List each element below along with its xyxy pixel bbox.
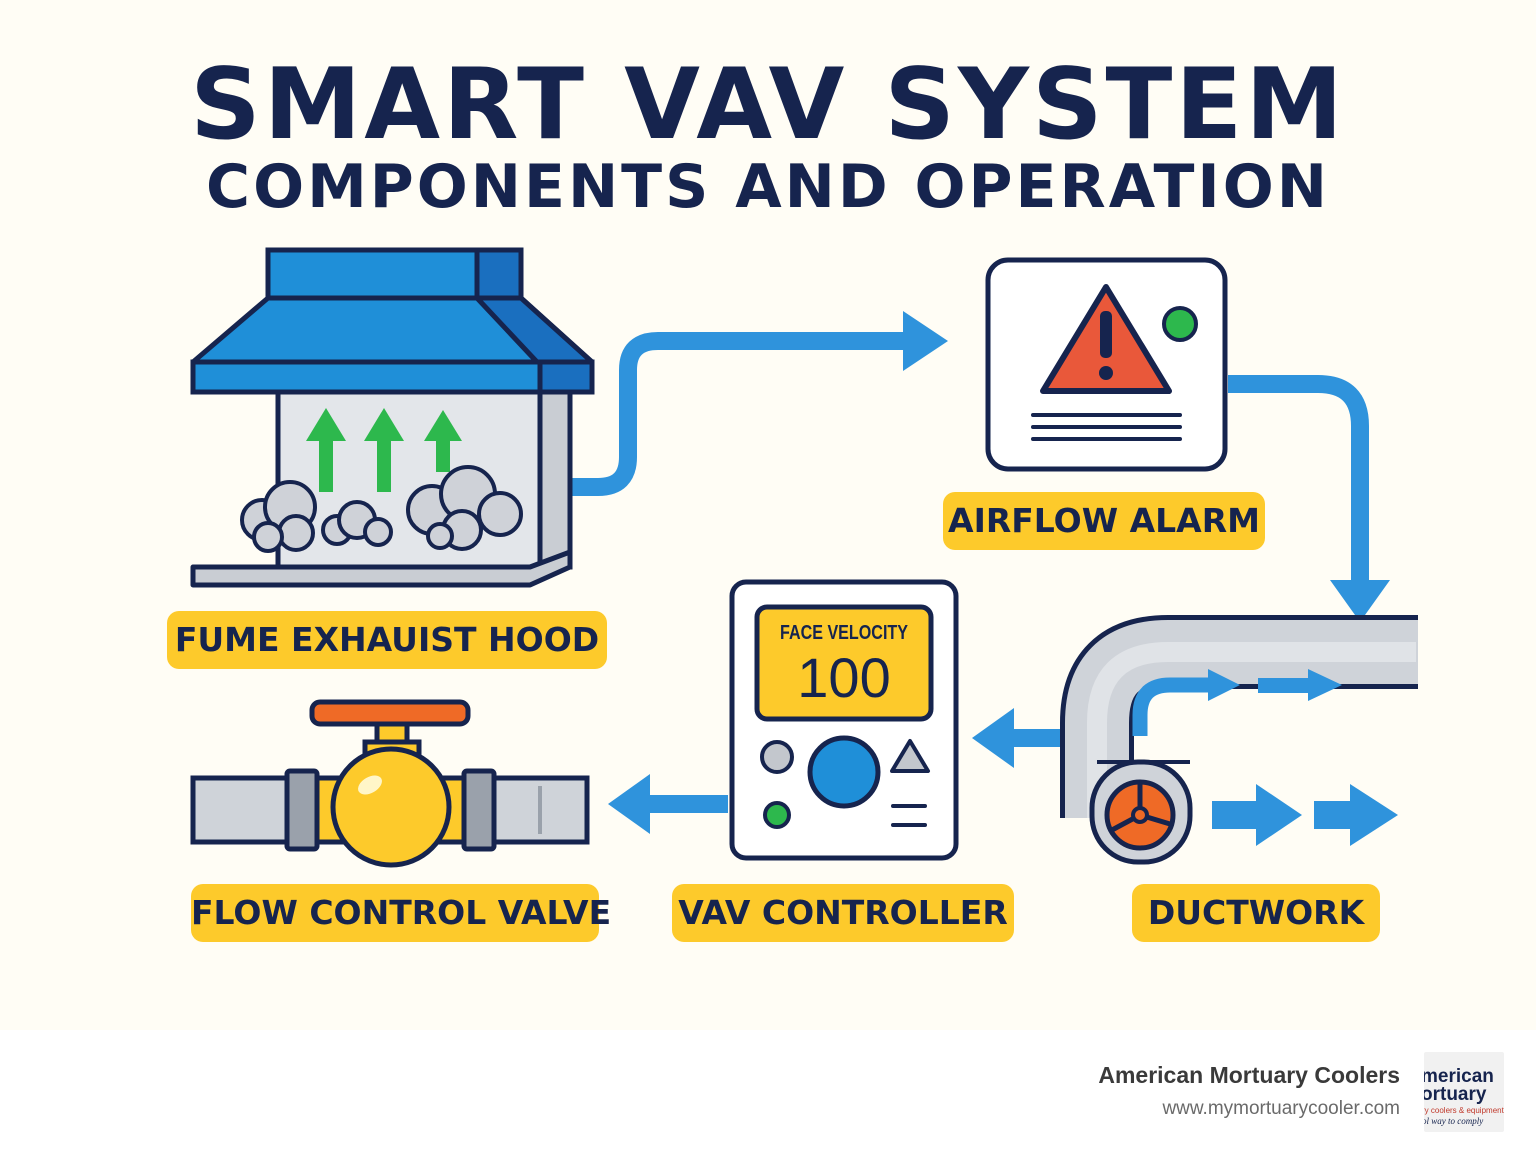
valve-icon xyxy=(190,699,590,868)
controller-icon: FACE VELOCITY 100 xyxy=(729,579,959,861)
diagram-graphics: FACE VELOCITY 100 xyxy=(190,247,1418,868)
brand-url: www.mymortuarycooler.com xyxy=(1162,1098,1400,1119)
label-airflow-alarm: AIRFLOW ALARM xyxy=(943,492,1265,550)
gray-button-icon xyxy=(760,740,794,774)
flow-arrow-alarm-to-ductwork xyxy=(1228,375,1390,622)
airflow-alarm-panel xyxy=(985,257,1228,472)
flow-arrow-controller-to-valve xyxy=(608,774,728,834)
label-vav-controller: VAV CONTROLLER xyxy=(672,884,1014,942)
diagram-subtitle: COMPONENTS AND OPERATION xyxy=(206,152,1330,222)
green-light-icon xyxy=(763,801,791,829)
ductwork-icon xyxy=(1060,615,1418,865)
logo-text-1: merican xyxy=(1424,1066,1494,1087)
text-lines-icon xyxy=(1031,413,1182,441)
face-velocity-label: FACE VELOCITY xyxy=(780,622,909,644)
status-light-icon xyxy=(1162,306,1198,342)
fan-icon xyxy=(1089,759,1193,865)
control-knob-icon xyxy=(807,735,881,809)
logo-text-2: ortuary xyxy=(1424,1084,1487,1105)
label-fume-exhaust-hood: FUME EXHAUIST HOOD xyxy=(167,611,607,669)
brand-logo: merican ortuary ry coolers & equipment o… xyxy=(1424,1052,1504,1132)
diagram-title: SMART VAV SYSTEM xyxy=(190,48,1346,162)
footer xyxy=(0,1030,1536,1154)
label-ductwork: DUCTWORK xyxy=(1132,884,1380,942)
menu-lines-icon xyxy=(891,804,927,827)
fume-cloud-icon xyxy=(240,465,523,553)
logo-text-3: ry coolers & equipment xyxy=(1424,1106,1504,1115)
label-flow-control-valve: FLOW CONTROL VALVE xyxy=(191,884,611,942)
flow-arrow-hood-to-alarm xyxy=(572,311,948,496)
brand-name: American Mortuary Coolers xyxy=(1098,1062,1400,1088)
fume-hood-icon xyxy=(190,247,595,588)
arrow-right-icon xyxy=(1132,669,1342,736)
arrow-up-icon xyxy=(306,408,462,492)
triangle-button-icon xyxy=(890,739,930,773)
logo-text-4: ol way to comply xyxy=(1424,1116,1484,1126)
warning-icon xyxy=(1040,284,1172,394)
face-velocity-value: 100 xyxy=(797,646,890,709)
exhaust-arrows-icon xyxy=(1212,784,1398,846)
